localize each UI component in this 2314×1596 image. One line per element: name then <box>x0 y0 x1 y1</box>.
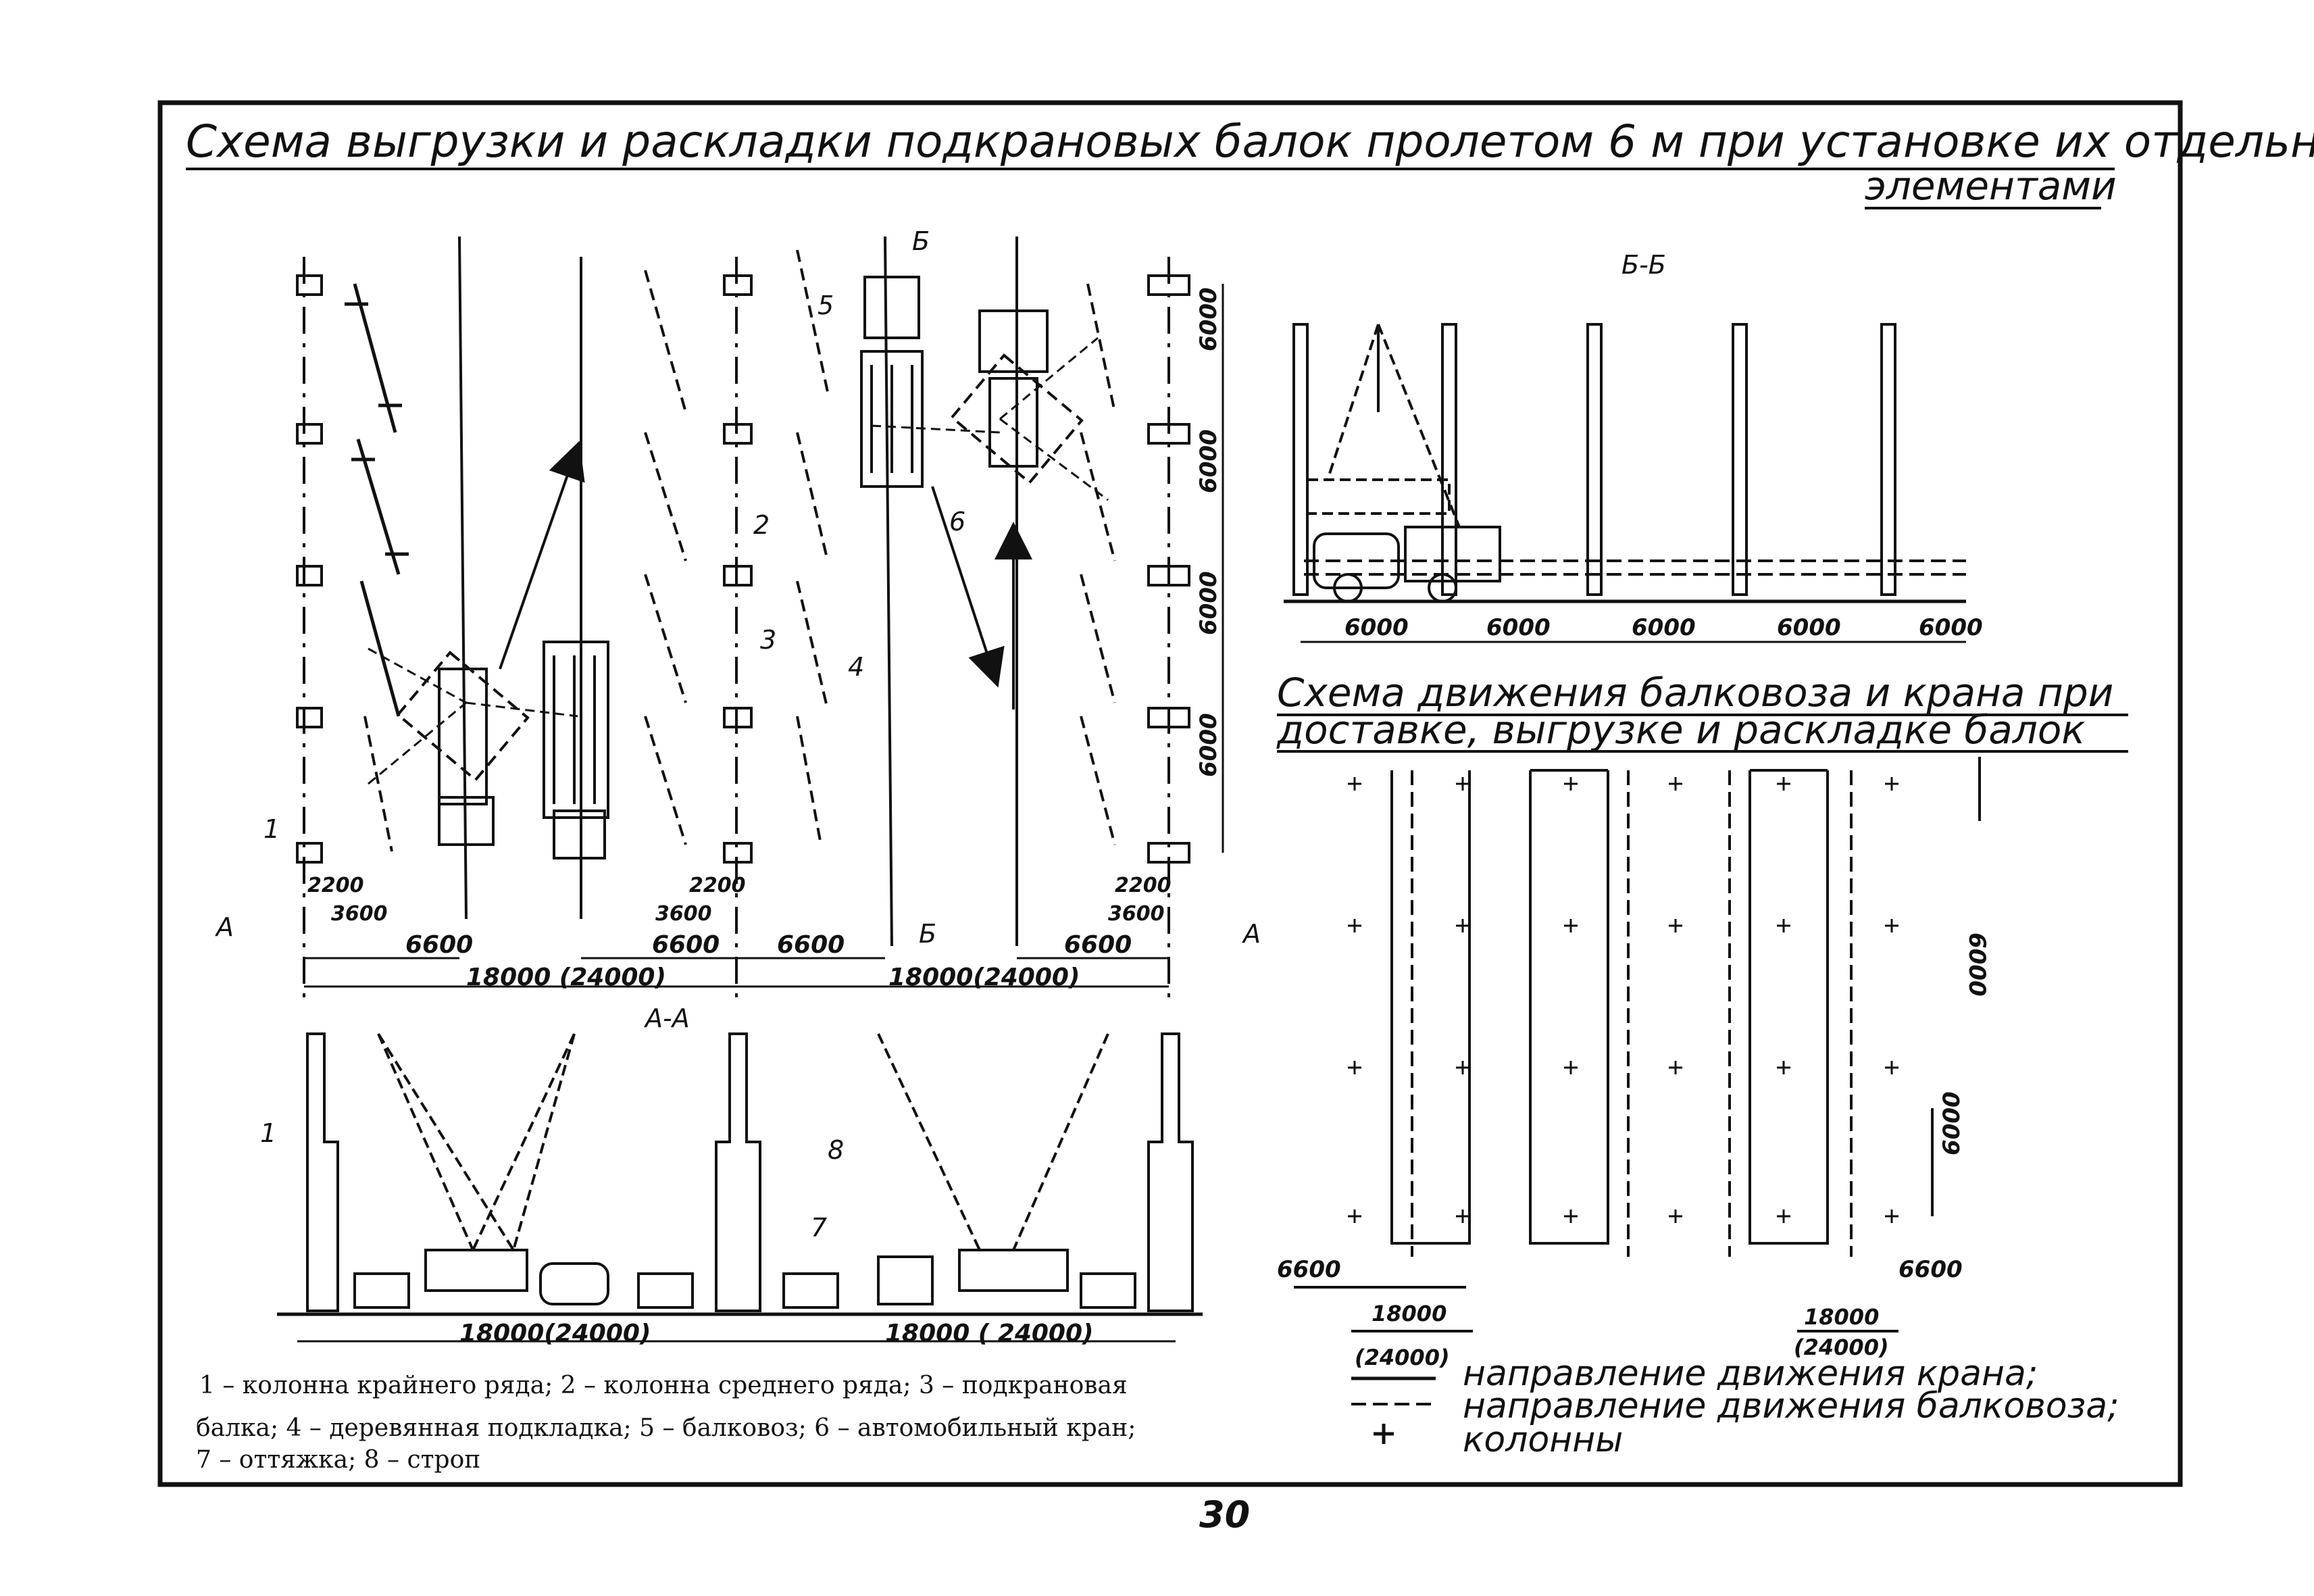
movement-dim-6000-bottom: 6000 <box>1938 1091 1965 1155</box>
crane-beams-laid <box>345 283 409 717</box>
callout-6: 6 <box>949 507 965 537</box>
plan-labels: 18000 (24000) 18000(24000) 6600 6600 660… <box>214 226 1261 991</box>
section-bb-dim-1: 6000 <box>1344 614 1409 641</box>
symbol-legend-columns: колонны <box>1463 1420 1623 1460</box>
plan-dim-small-2: 3600 <box>331 902 388 926</box>
plan-dim-offset-1: 6600 <box>405 931 473 959</box>
plan-dim-vertical-1: 6000 <box>1195 287 1222 351</box>
legend-line-3: 7 – оттяжка; 8 – строп <box>196 1446 480 1474</box>
main-title-line2: элементами <box>1865 163 2117 209</box>
section-aa-title: А-А <box>643 1003 690 1033</box>
plan-dim-small-4: 3600 <box>655 902 712 926</box>
movement-title-line2: доставке, выгрузке и раскладке балок <box>1276 707 2085 753</box>
crane-beams-planned <box>363 249 1116 852</box>
plan-dim-small-5: 2200 <box>1115 874 1172 897</box>
callout-3: 3 <box>760 625 776 655</box>
plan-dim-offset-4: 6600 <box>1064 931 1132 959</box>
plan-dim-offset-2: 6600 <box>652 931 720 959</box>
section-bb-dim-5: 6000 <box>1919 614 1983 641</box>
callout-4: 4 <box>848 652 864 682</box>
section-mark-a-left: А <box>214 912 234 942</box>
legend-line-1: 1 – колонна крайнего ряда; 2 – колонна с… <box>199 1372 1128 1399</box>
plan-columns-left <box>296 274 323 864</box>
plan-dimensions <box>304 284 1224 988</box>
section-bb-dim-3: 6000 <box>1632 614 1696 641</box>
callout-1-section: 1 <box>260 1118 276 1148</box>
page-number: 30 <box>1199 1493 1250 1536</box>
plan-dim-span-left: 18000 (24000) <box>466 964 666 991</box>
callout-7: 7 <box>811 1213 827 1243</box>
movement-dim-18000-right: 18000 <box>1804 1304 1879 1330</box>
movement-title-line1: Схема движения балковоза и крана при <box>1277 670 2113 716</box>
legend: 1 – колонна крайнего ряда; 2 – колонна с… <box>196 1372 1136 1474</box>
beam-truck-plan <box>543 276 924 859</box>
plan-columns-right <box>1147 274 1190 864</box>
movement-dim-6000-top: 6000 <box>1963 932 1990 997</box>
plan-dim-vertical-3: 6000 <box>1195 571 1222 635</box>
movement-columns <box>1348 777 1898 1223</box>
movement-dim-6600-left: 6600 <box>1277 1256 1341 1283</box>
section-bb: Б-Б 6000 6000 6000 6000 6000 <box>1284 250 1983 643</box>
symbol-legend-truck: направление движения балковоза; <box>1463 1386 2119 1426</box>
truck-crane-plan <box>396 309 1084 846</box>
plan-dim-vertical-4: 6000 <box>1195 713 1222 777</box>
section-aa-dim-right: 18000 ( 24000) <box>885 1320 1093 1347</box>
section-aa-dim-left: 18000(24000) <box>459 1320 651 1347</box>
plan-dim-small-1: 2200 <box>307 874 364 897</box>
plan-view <box>296 236 1224 1000</box>
column-symbol <box>1374 1424 1394 1444</box>
plan-dim-vertical-2: 6000 <box>1195 429 1222 493</box>
section-bb-title: Б-Б <box>1621 250 1666 280</box>
movement-dim-24000-left: (24000) <box>1355 1345 1450 1370</box>
legend-line-2: балка; 4 – деревянная подкладка; 5 – бал… <box>196 1414 1136 1442</box>
sheet-frame <box>157 100 2183 1487</box>
main-title: Схема выгрузки и раскладки подкрановых б… <box>186 116 2314 209</box>
callout-5: 5 <box>818 291 834 320</box>
section-mark-b-top: Б <box>912 226 930 256</box>
plan-dim-span-right: 18000(24000) <box>888 964 1080 991</box>
callout-1-plan: 1 <box>263 814 280 844</box>
section-bb-dim-4: 6000 <box>1777 614 1841 641</box>
symbol-legend-crane: направление движения крана; <box>1463 1353 2038 1394</box>
movement-dim-6600-right: 6600 <box>1898 1256 1963 1283</box>
callout-2: 2 <box>753 510 770 540</box>
callout-8: 8 <box>828 1135 844 1165</box>
symbol-legend: направление движения крана; направление … <box>1351 1353 2119 1460</box>
plan-dim-offset-3: 6600 <box>777 931 845 959</box>
plan-dim-small-6: 3600 <box>1108 902 1165 926</box>
plan-columns-middle <box>723 274 753 864</box>
section-mark-b-bottom: Б <box>919 919 936 949</box>
section-mark-a-right: А <box>1241 919 1261 949</box>
plan-slings <box>368 336 1109 785</box>
movement-dim-18000-left: 18000 <box>1372 1301 1447 1326</box>
plan-dim-small-3: 2200 <box>689 874 746 897</box>
section-bb-dim-2: 6000 <box>1486 614 1551 641</box>
section-aa: А-А 18000(24000) 18000 ( 24000) 1 7 8 <box>260 1003 1203 1347</box>
movement-dim-24000-right: (24000) <box>1794 1335 1889 1360</box>
main-title-line1: Схема выгрузки и раскладки подкрановых б… <box>186 116 2314 168</box>
movement-scheme: Схема движения балковоза и крана при дос… <box>1276 670 2128 1370</box>
